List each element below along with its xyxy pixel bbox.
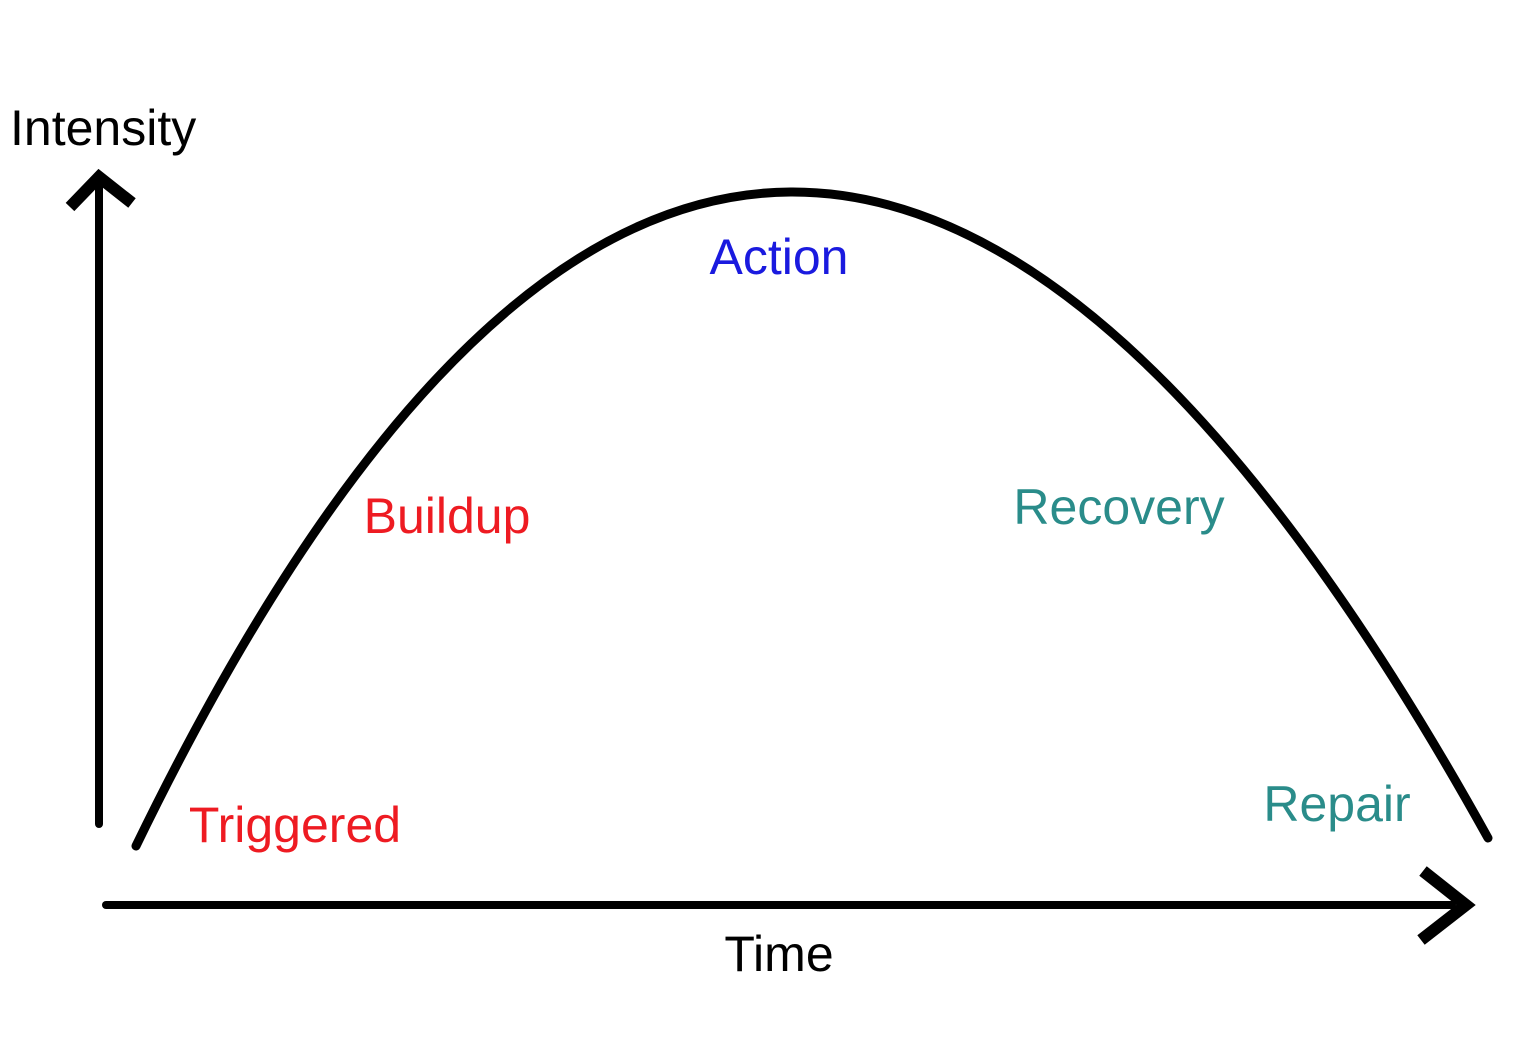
phase-label-action: Action [709,229,849,285]
phase-label-repair: Repair [1263,776,1411,832]
y-axis-label: Intensity [10,100,197,156]
intensity-curve [131,187,1493,851]
phase-label-buildup: Buildup [363,488,531,544]
up-arrowhead-icon [65,168,136,212]
phase-label-recovery: Recovery [1013,479,1225,535]
x-axis-label: Time [724,926,834,982]
right-arrowhead-icon [1417,866,1476,945]
phase-label-triggered: Triggered [188,797,402,853]
